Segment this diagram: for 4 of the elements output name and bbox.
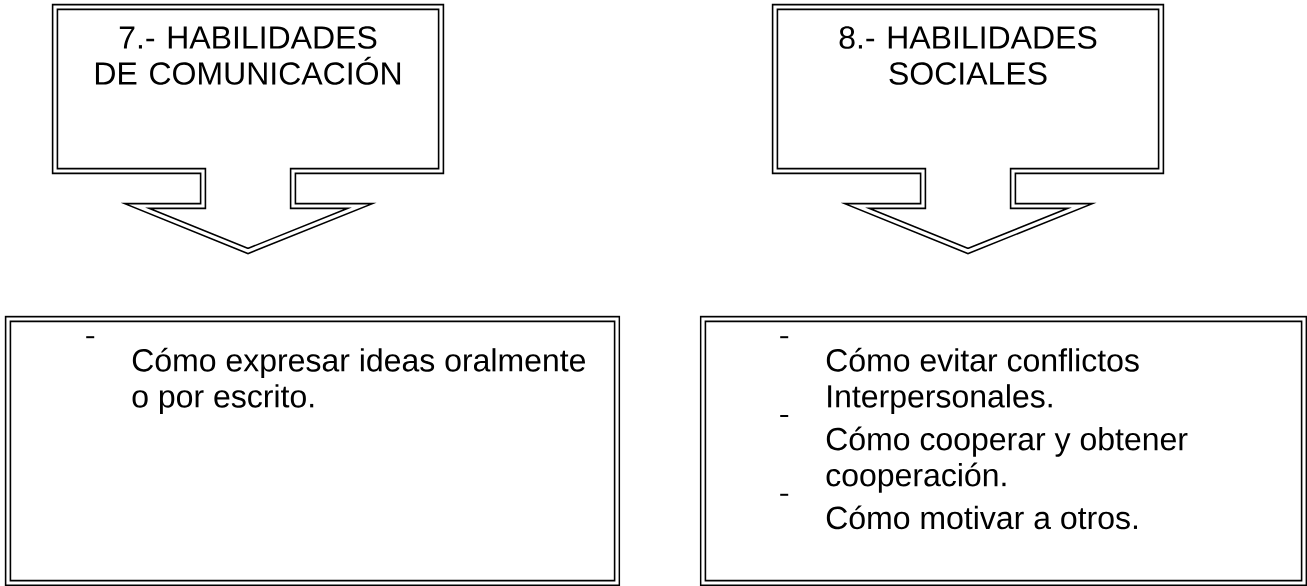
- text-box: Cómo evitar conflictos Interpersonales. Cómo cooperar y obtener cooperación. Cómo motivar a otros.: [699, 315, 1307, 586]
- arrow-callout: 7.- HABILIDADES DE COMUNICACIÓN: [51, 3, 445, 255]
- arrow-callout: 8.- HABILIDADES SOCIALES: [771, 3, 1165, 255]
- text-box: Cómo expresar ideas oralmente o por escrito.: [4, 315, 621, 586]
